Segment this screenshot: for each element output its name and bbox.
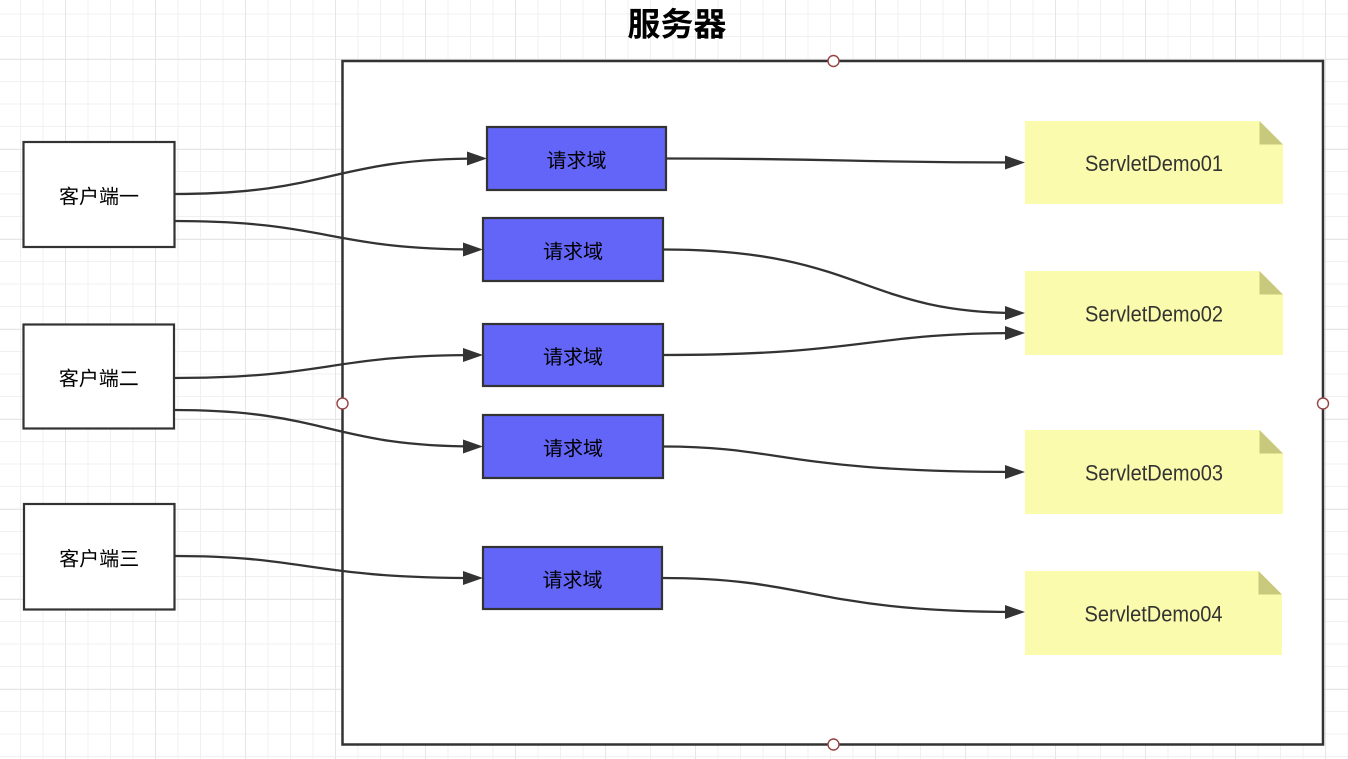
svg-text:ServletDemo03: ServletDemo03 xyxy=(1085,461,1223,486)
svg-text:ServletDemo04: ServletDemo04 xyxy=(1085,602,1223,627)
svg-text:ServletDemo01: ServletDemo01 xyxy=(1085,151,1223,176)
svg-text:ServletDemo02: ServletDemo02 xyxy=(1085,302,1223,327)
